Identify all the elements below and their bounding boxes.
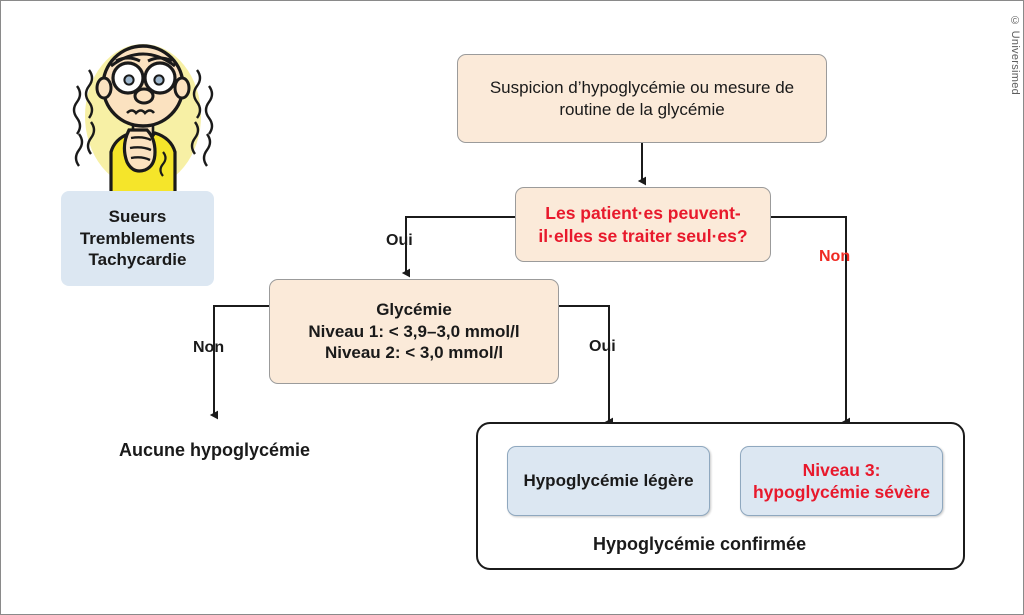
edge-label-decision-yes: Oui [386, 232, 413, 249]
decision-node-self-treat: Les patient·es peuvent- il·elles se trai… [515, 187, 771, 262]
edge-decision-yes-to-glycemia [401, 216, 515, 278]
symptom-line-2: Tremblements [79, 228, 196, 248]
symptoms-box: Sueurs Tremblements Tachycardie [61, 191, 214, 286]
no-hypoglycemia-label: Aucune hypoglycémie [119, 440, 311, 460]
trembling-patient-cartoon [72, 44, 214, 196]
severe-hypoglycemia-box: Niveau 3: hypoglycémie sévère [740, 446, 943, 516]
edge-label-glycemia-yes: Oui [589, 338, 616, 355]
decision-line-2: il·elles se traiter seul·es? [538, 225, 748, 246]
glycemia-level-1: Niveau 1: < 3,9–3,0 mmol/l [308, 321, 520, 341]
edge-label-glycemia-no: Non [193, 339, 225, 356]
confirmed-hypoglycemia-caption: Hypoglycémie confirmée [593, 534, 807, 554]
start-line-2: routine de la glycémie [559, 99, 725, 119]
severe-level-label: Niveau 3: [802, 459, 881, 480]
glycemia-title: Glycémie [376, 299, 452, 319]
edge-glycemia-yes-to-confirmed [559, 305, 614, 427]
edge-label-decision-no: Non [819, 248, 851, 265]
symptom-line-1: Sueurs [108, 206, 167, 226]
edge-glycemia-no-to-none [209, 305, 269, 420]
severe-hypoglycemia-label: hypoglycémie sévère [752, 482, 931, 502]
mild-hypoglycemia-box: Hypoglycémie légère [507, 446, 710, 516]
symptom-line-3: Tachycardie [88, 250, 187, 270]
edge-decision-no-to-confirmed [771, 216, 851, 427]
mild-hypoglycemia-label: Hypoglycémie légère [523, 471, 694, 491]
glycemia-node: Glycémie Niveau 1: < 3,9–3,0 mmol/l Nive… [269, 279, 559, 384]
glycemia-level-2: Niveau 2: < 3,0 mmol/l [324, 343, 504, 363]
copyright-notice: © Universimed [1009, 15, 1021, 96]
start-node: Suspicion d’hypoglycémie ou mesure de ro… [457, 54, 827, 143]
decision-line-1: Les patient·es peuvent- [545, 203, 741, 224]
start-line-1: Suspicion d’hypoglycémie ou mesure de [489, 77, 795, 97]
